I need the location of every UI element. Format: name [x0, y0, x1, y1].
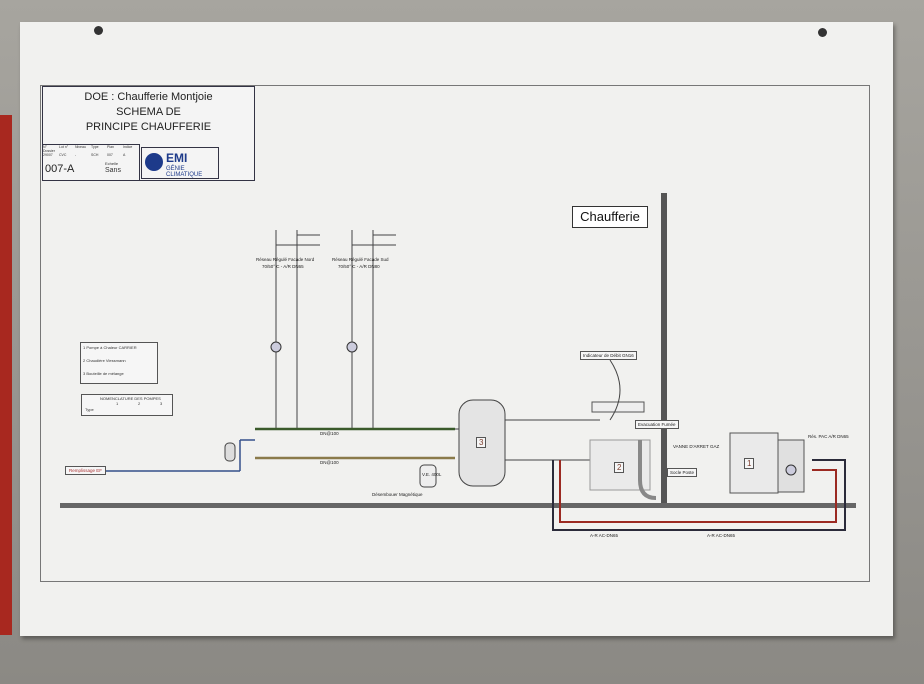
collector-bottom-label: DN@100: [320, 460, 339, 465]
expansion-vessel-icon: [419, 464, 437, 488]
circuit-north-label: Réseau Régulé Facade Nord: [256, 257, 315, 262]
pumps-table: NOMENCLATURE DES POMPES Type 1 2 3: [81, 394, 173, 416]
circuit-south-label: Réseau Régulé Facade Sud: [332, 257, 389, 262]
screw-icon: [818, 28, 827, 37]
scale-label: Echelle: [105, 161, 119, 166]
pump-icon: [270, 341, 282, 353]
col-plan: Plan: [107, 145, 115, 149]
supply-pipe-dark: [552, 459, 846, 531]
val-plan: 007: [107, 153, 113, 157]
company-logo: EMI GÉNIE CLIMATIQUE: [141, 147, 219, 179]
val-lot: CVC: [59, 153, 67, 157]
circuit-south-spec: 70/50° C - A/R DN80: [338, 264, 380, 269]
col-dossier: N° Dossier: [43, 145, 55, 153]
water-inlet-label: Remplissage EF: [65, 466, 107, 475]
pump-number: 1: [116, 401, 119, 406]
floor-note: Socle Poste: [667, 468, 698, 477]
room-label: Chaufferie: [572, 206, 648, 228]
floor-line: [60, 503, 856, 508]
col-lot: Lot n°: [59, 145, 69, 149]
collector-top-label: DN@100: [320, 431, 339, 436]
legend-text: Bouteille de mélange: [86, 371, 124, 376]
return-pipe-red: [559, 460, 837, 523]
legend-num: 1: [83, 345, 86, 350]
pump-number: 2: [138, 401, 141, 406]
legend-num: 3: [83, 371, 86, 376]
pipe-label-2: A-R AC-DN65: [707, 533, 736, 538]
company-subtitle: GÉNIE CLIMATIQUE: [166, 166, 203, 178]
expansion-vessel-label: V.E. 400L: [422, 472, 442, 477]
flue-pipe: [638, 440, 657, 500]
title-line3: PRINCIPE CHAUFFERIE: [85, 121, 212, 133]
drawing-number: 007-A: [45, 163, 75, 175]
tank-number: 3: [476, 437, 487, 448]
val-niveau: -: [75, 153, 77, 157]
title-line2: SCHEMA DE: [116, 106, 181, 118]
fan-icon: [785, 464, 797, 476]
col-niveau: Niveau: [75, 145, 86, 149]
val-dossier: 29007: [43, 153, 53, 157]
heat-pump-pipe-label: Rés. PAC A/R DN65: [808, 434, 849, 439]
val-indice: A: [123, 153, 126, 157]
evacuation-label: Evacuation Fumée: [635, 420, 679, 429]
boiler-number: 2: [614, 462, 625, 473]
title-block: DOE : Chaufferie Montjoie SCHEMA DE PRIN…: [42, 86, 255, 181]
pumps-table-title: NOMENCLATURE DES POMPES: [100, 396, 161, 401]
expansion-bottle: [224, 442, 236, 462]
circuit-north-spec: 70/50° C - A/R DN65: [262, 264, 304, 269]
val-type: SCH: [91, 153, 99, 157]
drop-logo-icon: [145, 153, 163, 171]
pump-number: 3: [160, 401, 163, 406]
screw-icon: [94, 26, 103, 35]
legend-num: 2: [83, 358, 86, 363]
col-indice: Indice: [123, 145, 133, 149]
col-type: Type: [91, 145, 99, 149]
company-name: EMI: [166, 151, 188, 165]
boiler-room-wall: [661, 193, 667, 505]
circuit-risers: [275, 230, 396, 430]
legend-text: Pompe à Chaleur CARRIER: [86, 345, 137, 350]
scale-value: Sans: [105, 167, 121, 174]
red-cabinet-edge: [0, 115, 12, 635]
degasser-label: Désembouer Magnétique: [372, 492, 423, 497]
gas-indicator-label: Indicateur de Débit GN16: [580, 351, 637, 360]
pipe-label-1: A-R AC-DN65: [590, 533, 619, 538]
legend-text: Chaudière Viessmann: [86, 358, 126, 363]
title-line1: DOE : Chaufferie Montjoie: [84, 91, 213, 103]
pump-icon: [346, 341, 358, 353]
drawing-frame: [40, 85, 870, 582]
legend: 1 Pompe à Chaleur CARRIER 2 Chaudière Vi…: [80, 342, 158, 384]
pumps-type-label: Type: [85, 407, 94, 412]
heat-pump-number: 1: [744, 458, 755, 469]
gas-valve-label: VANNE D'ARRET GAZ: [673, 444, 720, 449]
